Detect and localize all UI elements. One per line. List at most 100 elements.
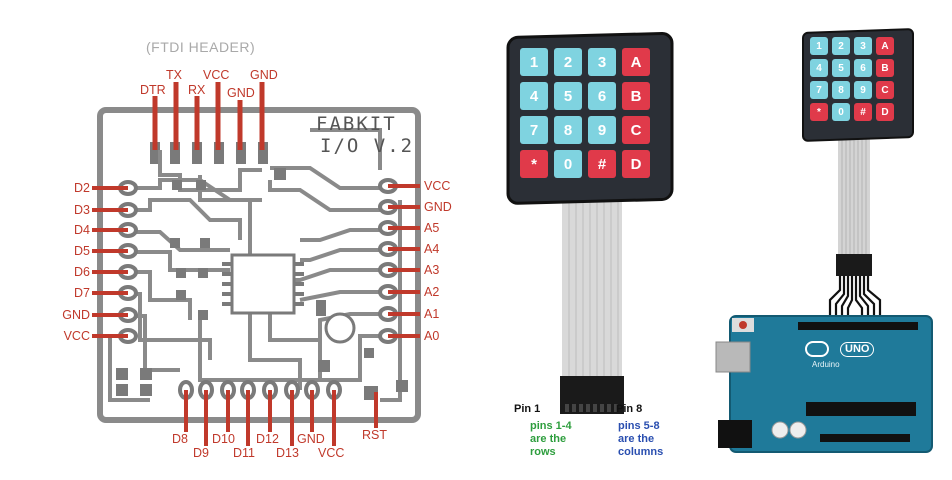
microcontroller-chip	[230, 253, 296, 315]
fabkit-pinout-diagram: (FTDI HEADER)	[0, 0, 470, 480]
bottom-pin-lines	[184, 390, 378, 446]
keypad-small-key-8[interactable]: 7	[810, 81, 828, 99]
keypad-main-key-0[interactable]: 1	[520, 48, 548, 76]
cols-note-line1: pins 5-8	[618, 420, 660, 432]
keypad-main-key-4[interactable]: 4	[520, 82, 548, 110]
rows-note-line3: rows	[530, 446, 556, 458]
power-jack	[718, 420, 752, 448]
keypad-small-key-9[interactable]: 8	[832, 81, 850, 99]
ribbon-cable	[562, 198, 622, 378]
reset-button	[739, 321, 747, 329]
usb-port	[715, 341, 751, 373]
pin-label-d2: D2	[74, 181, 90, 195]
ftdi-header-title: (FTDI HEADER)	[146, 39, 256, 55]
pin-label-left-vcc: VCC	[63, 329, 90, 343]
keypad-small-key-5[interactable]: 5	[832, 59, 850, 77]
keypad-small-key-3[interactable]: A	[876, 37, 894, 55]
keypad-main-key-11[interactable]: C	[622, 116, 650, 144]
keypad-main-key-5[interactable]: 5	[554, 82, 582, 110]
rows-note-line2: are the	[530, 433, 567, 445]
connector-pins	[565, 404, 618, 412]
pin-label-rx: RX	[188, 83, 206, 97]
pin-label-a2: A2	[424, 285, 440, 299]
rows-note: pins 1-4 are the rows	[530, 420, 572, 459]
pin-label-d5: D5	[74, 244, 90, 258]
keypad-small-key-2[interactable]: 3	[854, 37, 872, 55]
pin-label-d10: D10	[212, 432, 235, 446]
pin-label-rst: RST	[362, 428, 387, 442]
pin-label-tx: TX	[166, 68, 182, 82]
keypad-small-key-11[interactable]: C	[876, 81, 894, 99]
pin-label-left-gnd: GND	[62, 308, 90, 322]
ftdi-pin-lines	[152, 82, 265, 150]
pin-label-ftdi-gnd-2: GND	[250, 68, 278, 82]
pin-label-bottom-gnd: GND	[297, 432, 325, 446]
keypad-main-key-15[interactable]: D	[622, 150, 650, 178]
board-name-line2: I/O V.2	[320, 135, 415, 157]
pin-label-d8: D8	[172, 432, 188, 446]
arduino-board	[729, 315, 933, 453]
small-connector	[836, 254, 872, 276]
rows-note-line1: pins 1-4	[530, 420, 572, 432]
ribbon-connector	[560, 376, 624, 414]
keypad-small-key-0[interactable]: 1	[810, 37, 828, 55]
capacitor-1	[771, 421, 789, 439]
keypad-small-key-14[interactable]: #	[854, 103, 872, 121]
keypad-small-key-15[interactable]: D	[876, 103, 894, 121]
left-pin-lines	[92, 186, 128, 338]
pin1-label: Pin 1	[514, 403, 541, 415]
cols-note: pins 5-8 are the columns	[618, 420, 663, 459]
keypad-main-key-10[interactable]: 9	[588, 116, 616, 144]
keypad-main-key-6[interactable]: 6	[588, 82, 616, 110]
crystal	[324, 312, 356, 344]
keypad-small-key-13[interactable]: 0	[832, 103, 850, 121]
pin-label-a0: A0	[424, 329, 440, 343]
keypad-main-key-9[interactable]: 8	[554, 116, 582, 144]
pin8-label: Pin 8	[616, 403, 643, 415]
keypad-main-key-3[interactable]: A	[622, 48, 650, 76]
pin-label-bottom-vcc: VCC	[318, 446, 345, 460]
keypad-main-key-14[interactable]: #	[588, 150, 616, 178]
board-name-line1: FABKIT	[316, 113, 397, 135]
keypad-main-key-12[interactable]: *	[520, 150, 548, 178]
arduino-svg	[715, 136, 933, 453]
arduino-infinity-logo	[805, 341, 829, 357]
keypad-small-key-1[interactable]: 2	[832, 37, 850, 55]
keypad-main-key-13[interactable]: 0	[554, 150, 582, 178]
pin-label-d13: D13	[276, 446, 299, 460]
keypad-small-key-4[interactable]: 4	[810, 59, 828, 77]
pin-label-d9: D9	[193, 446, 209, 460]
smd-components	[116, 168, 408, 400]
board-name: FABKIT I/O V.2	[316, 113, 414, 157]
analog-header	[820, 434, 910, 442]
pin-label-ftdi-vcc: VCC	[203, 68, 230, 82]
pin-label-right-vcc: VCC	[424, 179, 451, 193]
uno-logo: UNO	[840, 342, 875, 357]
keypad-main-key-7[interactable]: B	[622, 82, 650, 110]
right-pin-lines	[388, 184, 420, 338]
pin-label-d4: D4	[74, 223, 90, 237]
pin-label-ftdi-gnd-1: GND	[227, 86, 255, 100]
pin-label-a4: A4	[424, 242, 440, 256]
pin-label-d7: D7	[74, 286, 90, 300]
pin-label-d6: D6	[74, 265, 90, 279]
keypad-main-key-1[interactable]: 2	[554, 48, 582, 76]
keypad-small-key-7[interactable]: B	[876, 59, 894, 77]
cols-note-line3: columns	[618, 446, 664, 458]
keypad-main-key-8[interactable]: 7	[520, 116, 548, 144]
keypad-main-key-2[interactable]: 3	[588, 48, 616, 76]
pin-label-a1: A1	[424, 307, 440, 321]
pin-label-d3: D3	[74, 203, 90, 217]
pin-label-a3: A3	[424, 263, 440, 277]
pin-label-right-gnd: GND	[424, 200, 452, 214]
digital-header	[798, 322, 918, 330]
keypad-small-key-12[interactable]: *	[810, 103, 828, 121]
cols-note-line2: are the	[618, 433, 655, 445]
keypad-small-key-6[interactable]: 6	[854, 59, 872, 77]
pin-label-a5: A5	[424, 221, 440, 235]
keypad-small-key-10[interactable]: 9	[854, 81, 872, 99]
